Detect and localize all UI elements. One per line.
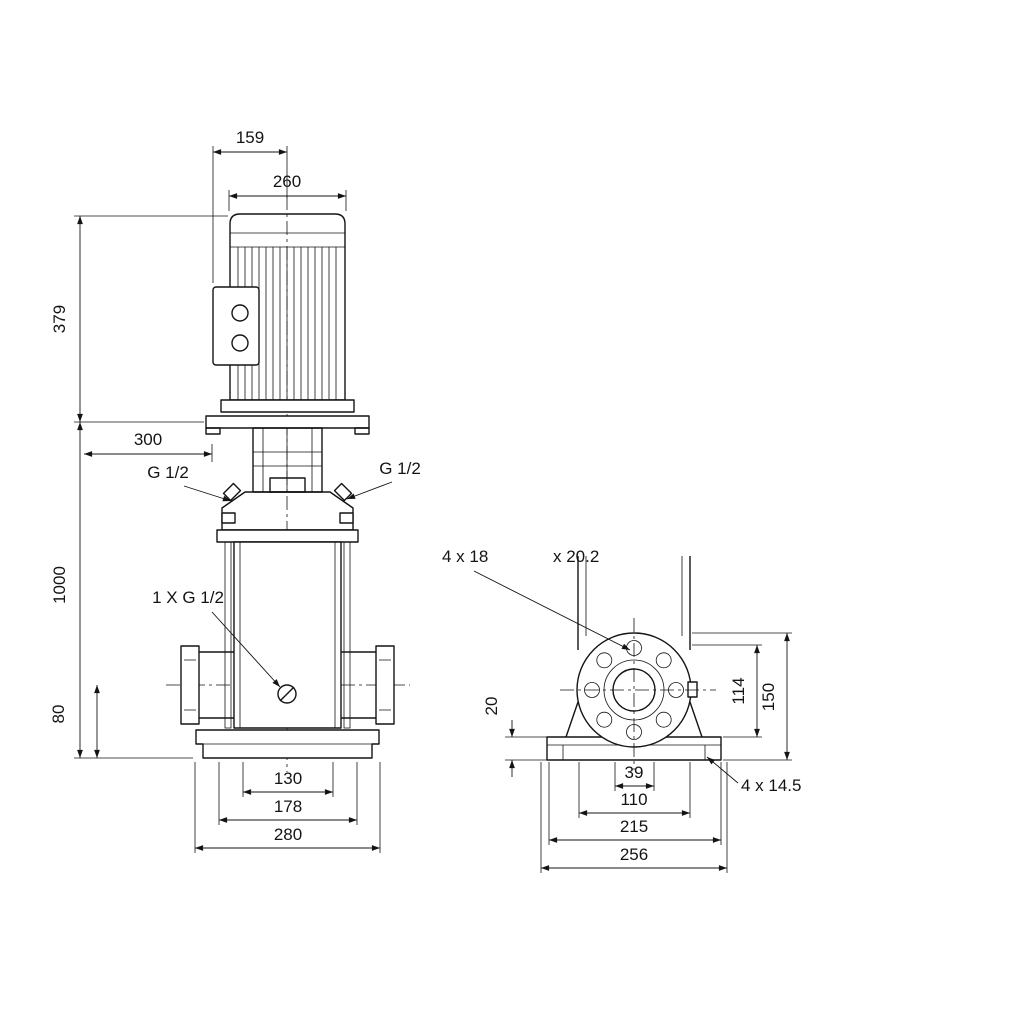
drain-label: 1 X G 1/2 [152,588,224,607]
port-left [180,645,234,725]
label-plug-left: G 1/2 [147,463,232,502]
flange-holes-label: 4 x 18 [442,547,488,566]
dim-114-label: 114 [729,677,748,704]
port-right [341,645,395,725]
terminal-box-bolt-top [231,304,249,322]
staybolt-nut-right [339,512,354,524]
dim-260: 260 [228,172,347,211]
dim-39: 39 [614,762,655,791]
motor [212,213,355,413]
dim-130-label: 130 [274,769,302,788]
stool-plate [205,415,370,429]
head-vent-housing [269,477,306,493]
dim-300-label: 300 [134,430,162,449]
staybolt-right [343,541,351,729]
dim-20-label: 20 [482,697,501,716]
pump-head [216,477,359,543]
dim-379-label: 379 [50,305,69,333]
flange-tab [687,681,698,698]
dim-178: 178 [218,762,358,825]
motor-stool [205,415,370,493]
dim-215-label: 215 [620,817,648,836]
side-column [565,556,703,738]
label-base-holes: 4 x 14.5 [706,756,802,795]
dim-80-label: 80 [49,705,68,724]
dim-256-label: 256 [620,845,648,864]
drain-plug [277,684,297,704]
label-plug-right: G 1/2 [346,459,421,500]
terminal-box-bolt-bottom [231,334,249,352]
plug-right-label: G 1/2 [379,459,421,478]
staybolt-left [224,541,232,729]
label-flange-holes: 4 x 18 x 20.2 [442,547,631,651]
dim-130: 130 [242,762,334,797]
dim-256: 256 [540,762,728,873]
dim-150-label: 150 [759,683,778,711]
dim-1000: 1000 [50,422,193,759]
dim-280: 280 [194,762,381,853]
flange-holes-dia-label: x 20.2 [553,547,599,566]
terminal-box [212,286,260,366]
front-view: 159 260 379 300 1000 [49,128,421,853]
plug-left [222,482,242,502]
dim-110-label: 110 [620,790,647,809]
dim-215: 215 [548,762,722,845]
dim-110: 110 [578,762,691,818]
label-drain: 1 X G 1/2 [152,588,281,688]
motor-flange [220,399,355,413]
dim-300: 300 [84,430,213,462]
dim-178-label: 178 [274,797,302,816]
head-flange [216,529,359,543]
port-flange-right [375,645,395,725]
dim-114: 114 [692,644,762,738]
dim-39-label: 39 [625,763,644,782]
dim-1000-label: 1000 [50,566,69,604]
dim-159: 159 [212,128,288,283]
dim-80: 80 [49,685,100,758]
port-flange-left [180,645,200,725]
staybolt-nut-left [221,512,236,524]
dim-20: 20 [482,697,547,777]
dim-159-label: 159 [236,128,264,147]
pump-base [195,729,380,759]
dim-379: 379 [50,215,228,423]
base-holes-label: 4 x 14.5 [741,776,802,795]
dim-260-label: 260 [273,172,301,191]
plug-left-label: G 1/2 [147,463,189,482]
dim-280-label: 280 [274,825,302,844]
dim-150: 150 [692,632,792,761]
side-view: 4 x 18 x 20.2 20 114 150 4 x [442,547,802,873]
